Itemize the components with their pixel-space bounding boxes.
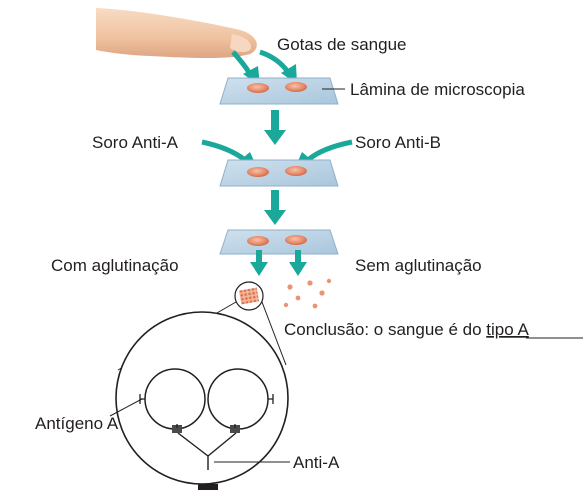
slide-3 xyxy=(219,229,339,255)
label-without-agglutination: Sem aglutinação xyxy=(355,256,482,275)
label-serum-b: Soro Anti-B xyxy=(355,133,441,152)
conclusion-prefix: Conclusão: o sangue é do xyxy=(284,320,486,339)
label-antibody: Anti-A xyxy=(293,453,340,472)
blood-drop xyxy=(247,83,269,93)
circle-bottom-marker xyxy=(198,484,218,490)
antigen-marker xyxy=(139,394,274,404)
agglutinated-drop xyxy=(247,236,269,246)
label-with-agglutination: Com aglutinação xyxy=(51,256,179,275)
conclusion-text: Conclusão: o sangue é do tipo A xyxy=(284,320,529,339)
label-serum-a: Soro Anti-A xyxy=(92,133,179,152)
label-antigen: Antígeno A xyxy=(35,414,119,433)
slide-2 xyxy=(219,159,339,187)
blood-drop xyxy=(247,167,269,177)
scattered-cells xyxy=(283,278,332,309)
result-arrows xyxy=(250,250,307,276)
magnified-view xyxy=(115,311,289,490)
antibody-y xyxy=(177,432,237,470)
blood-drop xyxy=(285,235,307,245)
label-slide: Lâmina de microscopia xyxy=(350,80,525,99)
down-arrow-2 xyxy=(264,190,286,225)
agglutination-clump xyxy=(234,281,264,311)
down-arrow-1 xyxy=(264,110,286,145)
conclusion-blood-type: tipo A xyxy=(486,320,529,339)
finger-illustration xyxy=(96,8,257,58)
antibody-binding-site xyxy=(172,425,240,433)
slide-1 xyxy=(219,77,339,105)
antigen-leader-line xyxy=(109,398,143,417)
blood-drop xyxy=(285,82,307,92)
label-drops: Gotas de sangue xyxy=(277,35,406,54)
blood-drop xyxy=(285,166,307,176)
